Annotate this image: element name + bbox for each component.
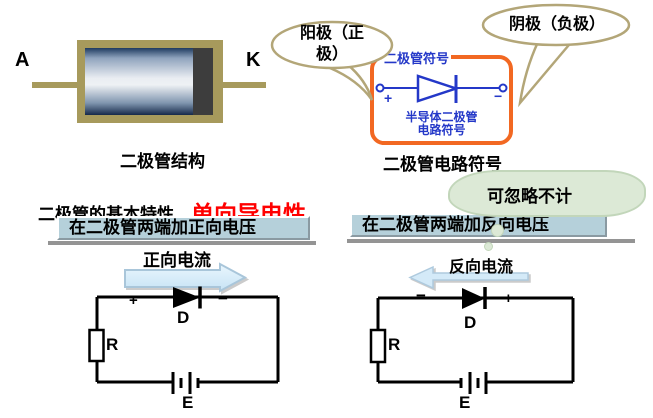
anode-lead	[32, 82, 77, 88]
symbol-minus-label: −	[494, 88, 503, 104]
cathode-terminal-label: K	[246, 49, 261, 71]
diode-body	[85, 48, 213, 115]
cathode-band	[193, 48, 213, 115]
reverse-minus-label: −	[416, 286, 426, 305]
forward-banner: 在二极管两端加正向电压	[57, 216, 310, 240]
forward-battery-label: E	[182, 393, 194, 412]
symbol-box-title: 二极管符号	[382, 48, 452, 67]
forward-resistor-label: R	[106, 335, 119, 354]
reverse-battery-label: E	[459, 393, 471, 412]
cathode-lead	[223, 82, 266, 88]
forward-current-arrow-icon	[124, 262, 248, 293]
reverse-plus-label: +	[504, 290, 513, 307]
reverse-current-label: 反向电流	[449, 259, 514, 276]
reverse-resistor-label: R	[388, 335, 401, 354]
symbol-subcaption-line1: 半导体二极管	[405, 110, 478, 124]
forward-circuit-diagram	[88, 286, 280, 394]
resistor-symbol	[88, 328, 105, 363]
forward-minus-label: −	[218, 289, 228, 308]
cathode-speech-bubble-icon	[481, 3, 631, 108]
symbol-subcaption-line2: 电路符号	[417, 123, 466, 137]
symbol-plus-label: +	[384, 90, 393, 106]
forward-diode-label: D	[177, 308, 190, 327]
anode-speech-bubble-icon	[270, 20, 394, 101]
diode-triangle	[173, 287, 200, 308]
cloud-trail-dot	[484, 242, 493, 251]
resistor-symbol	[369, 328, 387, 364]
diode-triangle	[462, 288, 485, 309]
reverse-banner-underline	[347, 239, 635, 243]
forward-plus-label: +	[129, 292, 138, 309]
cloud-trail-dot	[491, 224, 504, 237]
reverse-diode-label: D	[464, 313, 477, 332]
anode-bubble-label: 阳极（正极）	[299, 25, 364, 63]
forward-current-label: 正向电流	[143, 251, 211, 270]
reverse-current-arrow-icon	[408, 265, 529, 290]
anode-terminal-label: A	[15, 49, 30, 71]
forward-banner-underline	[48, 241, 316, 245]
symbol-caption: 二极管电路符号	[383, 155, 502, 174]
cathode-bubble-label: 阴极（负极）	[508, 16, 605, 33]
thought-cloud	[448, 170, 646, 217]
diode-symbol-icon	[375, 74, 508, 103]
symbol-box: 二极管符号 + − 半导体二极管 电路符号	[370, 48, 513, 145]
reverse-circuit-diagram	[369, 287, 575, 394]
structure-caption: 二极管结构	[120, 152, 205, 171]
cloud-label: 可忽略不计	[487, 187, 572, 206]
